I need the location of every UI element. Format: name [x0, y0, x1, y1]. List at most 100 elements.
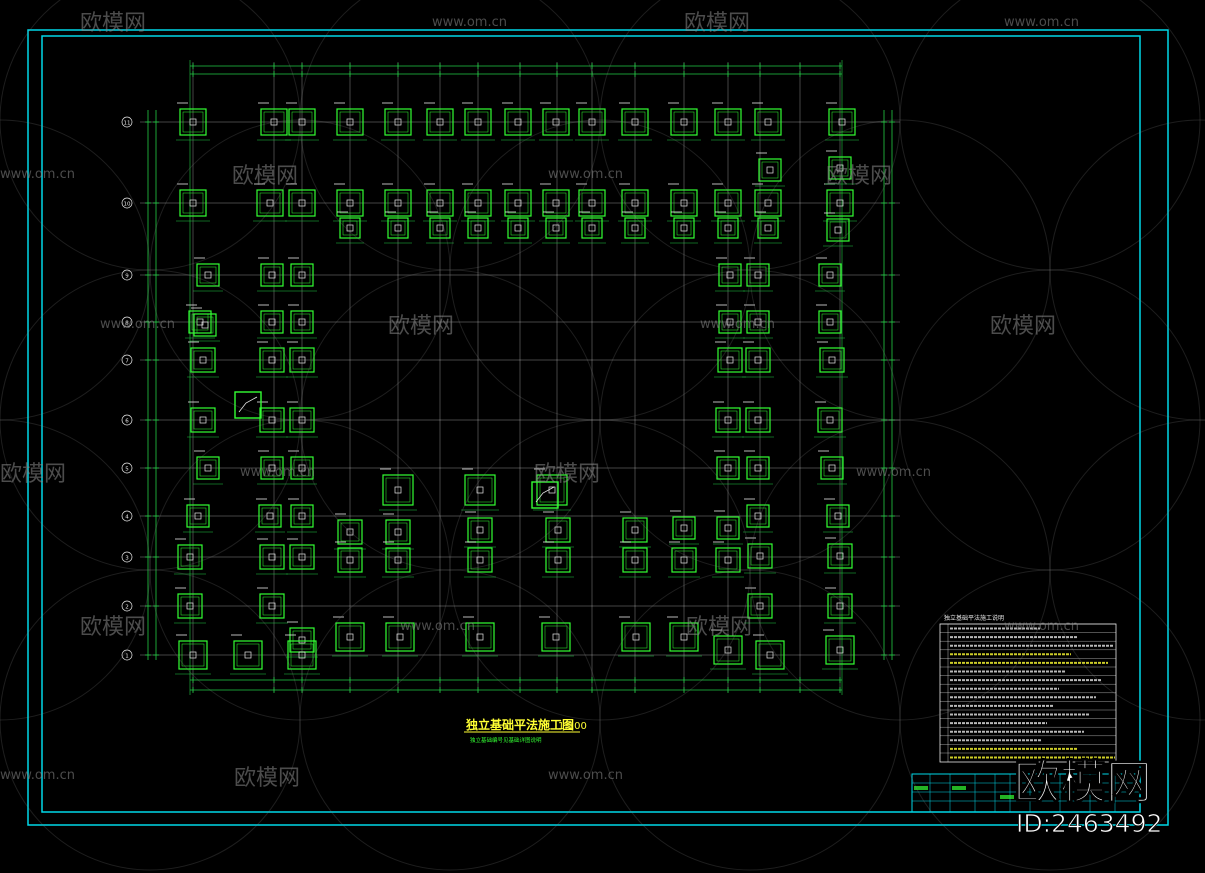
footing-pad — [464, 511, 496, 548]
footing-pad — [752, 634, 788, 675]
footing-outline — [621, 189, 649, 217]
footing-pad — [286, 401, 318, 438]
footing-step — [180, 596, 200, 616]
footing-outline — [624, 217, 646, 239]
column-section — [298, 651, 306, 659]
footing-outline — [260, 310, 284, 334]
footing-outline — [828, 108, 856, 136]
column-section — [552, 199, 560, 207]
footing-step — [829, 221, 847, 239]
footing-pad — [578, 211, 606, 244]
column-section — [724, 464, 732, 472]
footing-pad — [575, 102, 609, 141]
footing-outline — [717, 347, 743, 373]
drawing-title: 独立基础平法施工图 — [465, 717, 574, 732]
watermark-circle — [0, 569, 301, 871]
footing-step — [627, 220, 643, 236]
footing-step — [624, 625, 648, 649]
footing-step — [293, 459, 311, 477]
footing-outline — [289, 544, 315, 570]
footing-step — [717, 111, 739, 133]
footing-step — [507, 111, 529, 133]
title-block-cell-text — [914, 786, 928, 790]
footing-outline — [256, 189, 284, 217]
column-section — [826, 271, 834, 279]
footing-step — [291, 192, 313, 214]
footing-pad — [668, 541, 700, 578]
footing-outline — [581, 217, 603, 239]
footing-pad — [751, 183, 785, 222]
footing-step — [718, 550, 738, 570]
footing-step — [625, 550, 645, 570]
footing-pad — [504, 211, 532, 244]
column-section — [754, 512, 762, 520]
footing-pad — [175, 634, 211, 675]
footing-pad — [462, 616, 498, 657]
footing-pad — [754, 211, 782, 244]
column-section — [724, 199, 732, 207]
footing-outline — [670, 108, 698, 136]
axis-bubble — [121, 354, 133, 366]
footing-step — [387, 192, 409, 214]
footing-outline — [713, 635, 743, 665]
footing-outline — [545, 547, 571, 573]
footing-outline — [545, 517, 571, 543]
footing-pad — [618, 102, 652, 141]
footing-outline — [259, 544, 285, 570]
column-section — [726, 318, 734, 326]
special-footing — [531, 481, 559, 509]
footing-pad — [256, 341, 288, 378]
column-section — [514, 199, 522, 207]
axis-bubble — [121, 269, 133, 281]
footing-outline — [578, 189, 606, 217]
footing-step — [467, 192, 489, 214]
footing-pad — [256, 587, 288, 624]
watermark-site-text: www.om.cn — [0, 167, 75, 182]
column-section — [244, 651, 252, 659]
footing-step — [673, 111, 695, 133]
footing-step — [673, 192, 695, 214]
footing-step — [545, 111, 567, 133]
column-section — [631, 199, 639, 207]
column-section — [588, 199, 596, 207]
footing-pad — [287, 450, 317, 485]
footing-pad — [533, 468, 571, 511]
footing-step — [470, 520, 490, 540]
column-section — [346, 633, 354, 641]
footing-outline — [755, 640, 785, 670]
column-section — [680, 556, 688, 564]
watermark-brand-text: 欧模网 — [534, 462, 600, 487]
column-section — [554, 556, 562, 564]
column-section — [756, 602, 764, 610]
column-section — [724, 416, 732, 424]
axis-bubble — [121, 197, 133, 209]
title-block-table — [911, 773, 1141, 813]
drawing-title-block: 独立基础平法施工图 1:100 独立基础编号见基础详图说明 — [464, 717, 587, 744]
footing-step — [831, 111, 853, 133]
column-section — [680, 224, 688, 232]
footing-step — [199, 459, 217, 477]
footing-outline — [426, 108, 454, 136]
column-section — [631, 526, 639, 534]
footing-outline — [177, 593, 203, 619]
column-section — [631, 556, 639, 564]
footing-pad — [619, 541, 651, 578]
column-section — [632, 633, 640, 641]
footing-step — [823, 459, 841, 477]
brand-watermark-logo: 欧模网 — [1014, 755, 1152, 809]
footing-pad — [715, 257, 745, 292]
watermark-circle — [599, 0, 901, 271]
footing-outline — [541, 622, 571, 652]
watermark-circle — [0, 269, 301, 571]
footing-outline — [385, 622, 415, 652]
watermark-circle — [899, 0, 1201, 271]
footing-pad — [542, 511, 574, 548]
column-section — [476, 526, 484, 534]
footing-outline — [196, 263, 220, 287]
watermark-circle — [449, 419, 751, 721]
column-section — [588, 118, 596, 126]
column-section — [754, 271, 762, 279]
footing-outline — [426, 189, 454, 217]
footing-outline — [827, 593, 853, 619]
